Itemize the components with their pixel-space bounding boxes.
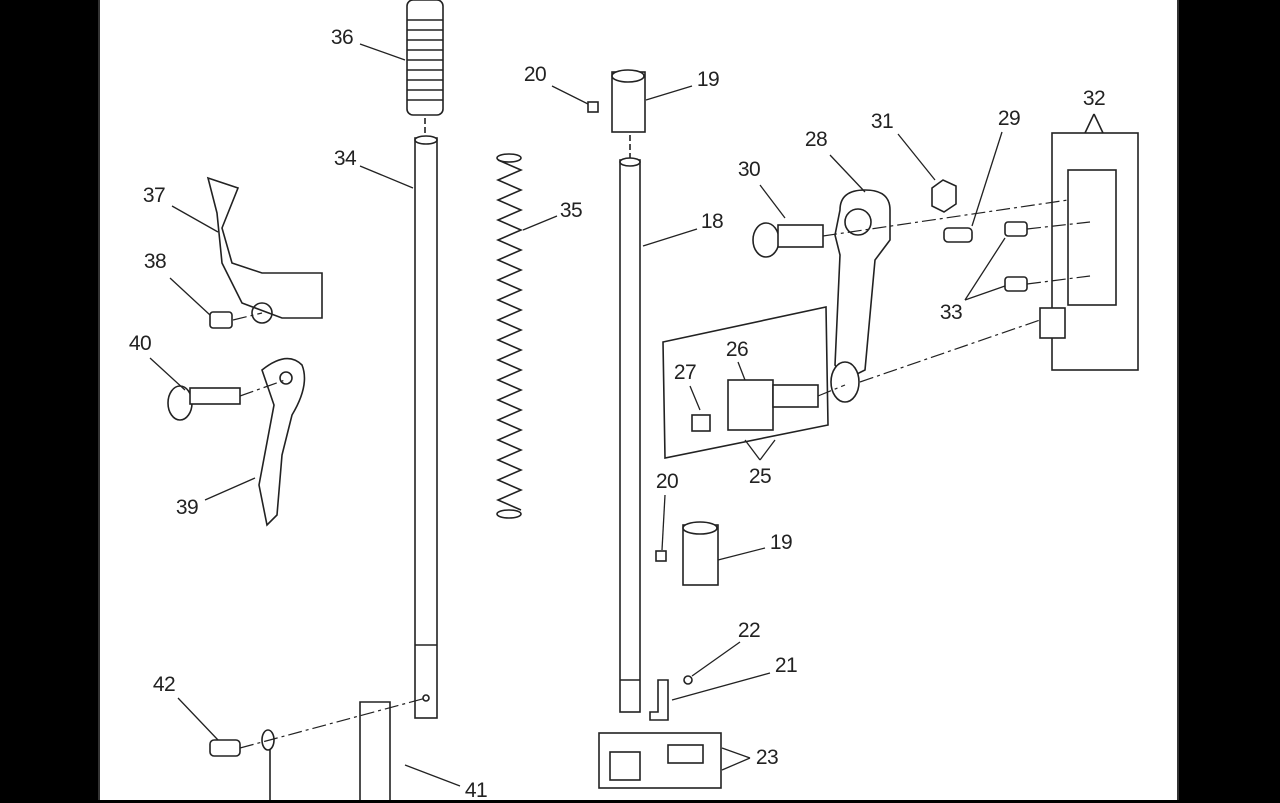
- part-label-31: 31: [870, 110, 894, 133]
- part-label-23: 23: [755, 746, 779, 769]
- part-label-25: 25: [748, 465, 772, 488]
- part-label-39: 39: [175, 496, 199, 519]
- part-33-screw-a: [1004, 221, 1028, 237]
- part-label-19-lower: 19: [769, 531, 793, 554]
- part-22-screw: [683, 675, 693, 685]
- part-label-40: 40: [128, 332, 152, 355]
- part-30-shoulder-screw: [752, 222, 824, 258]
- part-32-guide-bracket: [1039, 132, 1139, 371]
- part-36-knurled-screw: [406, 0, 444, 116]
- part-38-screw: [209, 311, 233, 329]
- part-40-screw: [167, 385, 241, 421]
- part-label-41: 41: [464, 779, 488, 802]
- part-25-assembly-box: [662, 306, 829, 459]
- part-31-nut: [931, 179, 957, 213]
- part-34-presser-bar: [414, 135, 438, 719]
- part-41-presser-bracket: [359, 701, 391, 800]
- part-label-22: 22: [737, 619, 761, 642]
- part-29-screw: [943, 227, 973, 243]
- part-42-screw: [209, 739, 241, 757]
- part-label-42: 42: [152, 673, 176, 696]
- part-28-link: [834, 189, 891, 382]
- part-label-26: 26: [725, 338, 749, 361]
- part-label-38: 38: [143, 250, 167, 273]
- part-19-bushing-upper: [611, 69, 646, 133]
- part-label-33: 33: [939, 301, 963, 324]
- part-label-28: 28: [804, 128, 828, 151]
- part-label-19: 19: [696, 68, 720, 91]
- part-label-30: 30: [737, 158, 761, 181]
- part-label-21: 21: [774, 654, 798, 677]
- part-23-assembly-box: [598, 732, 722, 789]
- part-label-32: 32: [1082, 87, 1106, 110]
- leader-lines: [149, 43, 1006, 787]
- part-20-set-screw-lower: [655, 550, 667, 562]
- part-label-35: 35: [559, 199, 583, 222]
- part-label-18: 18: [700, 210, 724, 233]
- part-37-lifting-lever: [206, 176, 323, 319]
- part-35-spring: [495, 159, 524, 511]
- part-18-needle-bar: [619, 157, 641, 713]
- part-label-20-lower: 20: [655, 470, 679, 493]
- part-label-29: 29: [997, 107, 1021, 130]
- part-label-27: 27: [673, 361, 697, 384]
- part-label-36: 36: [330, 26, 354, 49]
- part-label-34: 34: [333, 147, 357, 170]
- part-19-bushing-lower: [682, 521, 719, 586]
- part-20-set-screw: [587, 101, 599, 113]
- part-39-lever: [258, 357, 306, 527]
- part-label-20: 20: [523, 63, 547, 86]
- part-label-37: 37: [142, 184, 166, 207]
- part-33-screw-b: [1004, 276, 1028, 292]
- part-21-thread-guide: [649, 679, 669, 721]
